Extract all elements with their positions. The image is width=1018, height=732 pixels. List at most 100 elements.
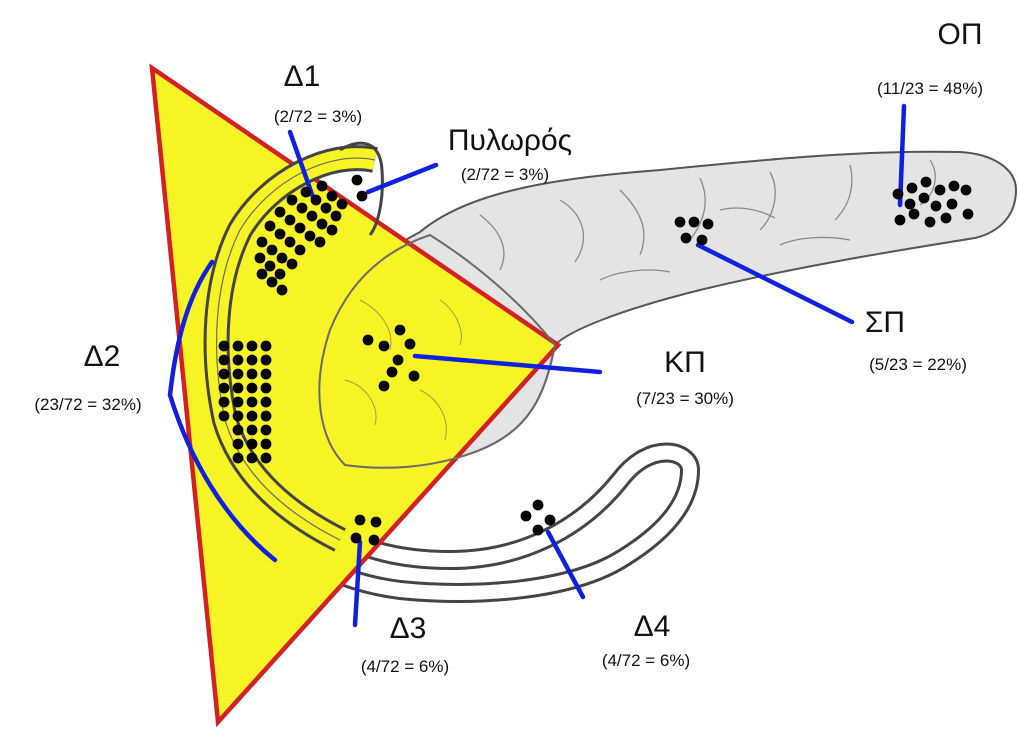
d2-case-dot <box>247 453 258 464</box>
d2-case-dot <box>261 453 272 464</box>
d2-value: (23/72 = 32%) <box>34 395 141 414</box>
sp-case-dot <box>697 235 708 246</box>
op-case-dot <box>925 217 936 228</box>
op-value: (11/23 = 48%) <box>877 79 983 98</box>
d2-case-dot <box>233 397 244 408</box>
d2-case-dot <box>233 453 244 464</box>
sp-case-dot <box>703 219 714 230</box>
d2-case-dot <box>219 355 230 366</box>
d1-case-dot <box>305 231 316 242</box>
d1-case-dot <box>257 237 268 248</box>
d2-case-dot <box>247 355 258 366</box>
op-case-dot <box>963 209 974 220</box>
sp-label: ΣΠ <box>865 306 905 339</box>
d2-case-dot <box>261 383 272 394</box>
d2-case-dot <box>247 439 258 450</box>
d1-case-dot <box>277 253 288 264</box>
d4-label: Δ4 <box>634 610 671 643</box>
kp-label: ΚΠ <box>664 346 706 379</box>
d2-case-dot <box>233 341 244 352</box>
d1-case-dot <box>327 191 338 202</box>
d1-case-dot <box>337 199 348 210</box>
d2-case-dot <box>261 355 272 366</box>
op-case-dot <box>893 189 904 200</box>
d1-label: Δ1 <box>284 60 321 93</box>
pylorus-case-dot <box>352 175 363 186</box>
kp-case-dot <box>393 355 404 366</box>
op-case-dot <box>947 199 958 210</box>
d1-case-dot <box>277 285 288 296</box>
sp-case-dot <box>675 217 686 228</box>
d1-value: (2/72 = 3%) <box>274 107 362 126</box>
d2-case-dot <box>247 341 258 352</box>
kp-case-dot <box>409 371 420 382</box>
d3-label: Δ3 <box>390 612 427 645</box>
d2-case-dot <box>233 411 244 422</box>
pylorus-label: Πυλωρός <box>448 124 572 157</box>
d2-case-dot <box>247 425 258 436</box>
d1-case-dot <box>317 181 328 192</box>
d4-case-dot <box>545 515 556 526</box>
d2-case-dot <box>261 411 272 422</box>
d1-case-dot <box>267 245 278 256</box>
d2-case-dot <box>219 341 230 352</box>
op-case-dot <box>961 185 972 196</box>
d3-value: (4/72 = 6%) <box>361 657 449 676</box>
kp-case-dot <box>395 325 406 336</box>
kp-case-dot <box>363 335 374 346</box>
d4-case-dot <box>521 511 532 522</box>
d2-case-dot <box>219 411 230 422</box>
d1-case-dot <box>287 259 298 270</box>
pylorus-value: (2/72 = 3%) <box>461 165 549 184</box>
kp-case-dot <box>405 339 416 350</box>
d1-case-dot <box>295 245 306 256</box>
d2-case-dot <box>233 369 244 380</box>
d1-case-dot <box>257 269 268 280</box>
kp-case-dot <box>379 341 390 352</box>
d4-case-dot <box>533 525 544 536</box>
d1-case-dot <box>275 269 286 280</box>
d1-case-dot <box>297 203 308 214</box>
d2-case-dot <box>247 397 258 408</box>
d1-case-dot <box>265 261 276 272</box>
d1-case-dot <box>311 195 322 206</box>
op-case-dot <box>931 201 942 212</box>
d2-case-dot <box>247 411 258 422</box>
op-case-dot <box>921 177 932 188</box>
d2-case-dot <box>233 439 244 450</box>
d1-case-dot <box>275 207 286 218</box>
d1-case-dot <box>275 229 286 240</box>
d2-case-dot <box>261 341 272 352</box>
d1-case-dot <box>317 219 328 230</box>
d1-case-dot <box>331 211 342 222</box>
d1-case-dot <box>267 277 278 288</box>
d1-case-dot <box>287 195 298 206</box>
d4-value: (4/72 = 6%) <box>602 651 690 670</box>
d1-case-dot <box>301 187 312 198</box>
d1-case-dot <box>285 215 296 226</box>
d2-case-dot <box>219 383 230 394</box>
d2-label: Δ2 <box>84 340 121 373</box>
d2-case-dot <box>261 439 272 450</box>
op-case-dot <box>935 185 946 196</box>
d2-case-dot <box>219 369 230 380</box>
op-case-dot <box>919 193 930 204</box>
d2-case-dot <box>233 383 244 394</box>
d1-case-dot <box>255 253 266 264</box>
d3-case-dot <box>351 533 362 544</box>
d1-case-dot <box>327 225 338 236</box>
op-label: ΟΠ <box>938 18 983 51</box>
d2-case-dot <box>261 369 272 380</box>
d1-case-dot <box>265 221 276 232</box>
d1-case-dot <box>285 237 296 248</box>
op-case-dot <box>907 183 918 194</box>
d2-case-dot <box>233 355 244 366</box>
d2-case-dot <box>261 425 272 436</box>
d1-case-dot <box>307 211 318 222</box>
op-case-dot <box>905 199 916 210</box>
d2-case-dot <box>261 397 272 408</box>
d1-case-dot <box>315 237 326 248</box>
op-case-dot <box>895 215 906 226</box>
op-case-dot <box>949 181 960 192</box>
